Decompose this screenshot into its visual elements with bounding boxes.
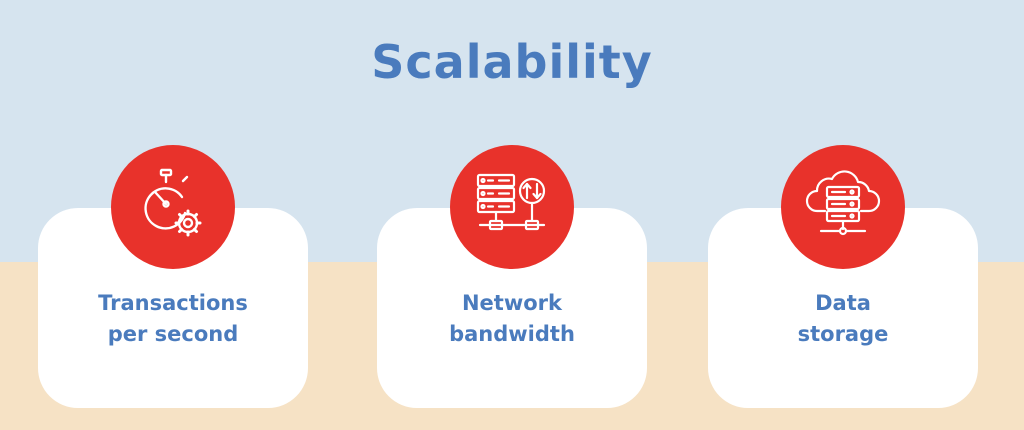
server-network-arrows-icon [476, 173, 546, 231]
card-transactions: Transactions per second [38, 208, 308, 408]
icon-badge [781, 145, 905, 269]
page-title: Scalability [371, 35, 653, 89]
card-label: Transactions per second [38, 288, 308, 350]
card-label-line: storage [797, 322, 889, 346]
icon-badge [450, 145, 574, 269]
card-label-line: Transactions [98, 291, 248, 315]
cloud-server-icon [805, 170, 881, 236]
card-label-line: Network [461, 291, 562, 315]
card-label-line: bandwidth [449, 322, 575, 346]
card-label-line: per second [107, 322, 239, 346]
stopwatch-gear-icon [144, 168, 202, 237]
card-label-line: Data [815, 291, 871, 315]
icon-badge [111, 145, 235, 269]
card-label: Data storage [708, 288, 978, 350]
card-label: Network bandwidth [377, 288, 647, 350]
